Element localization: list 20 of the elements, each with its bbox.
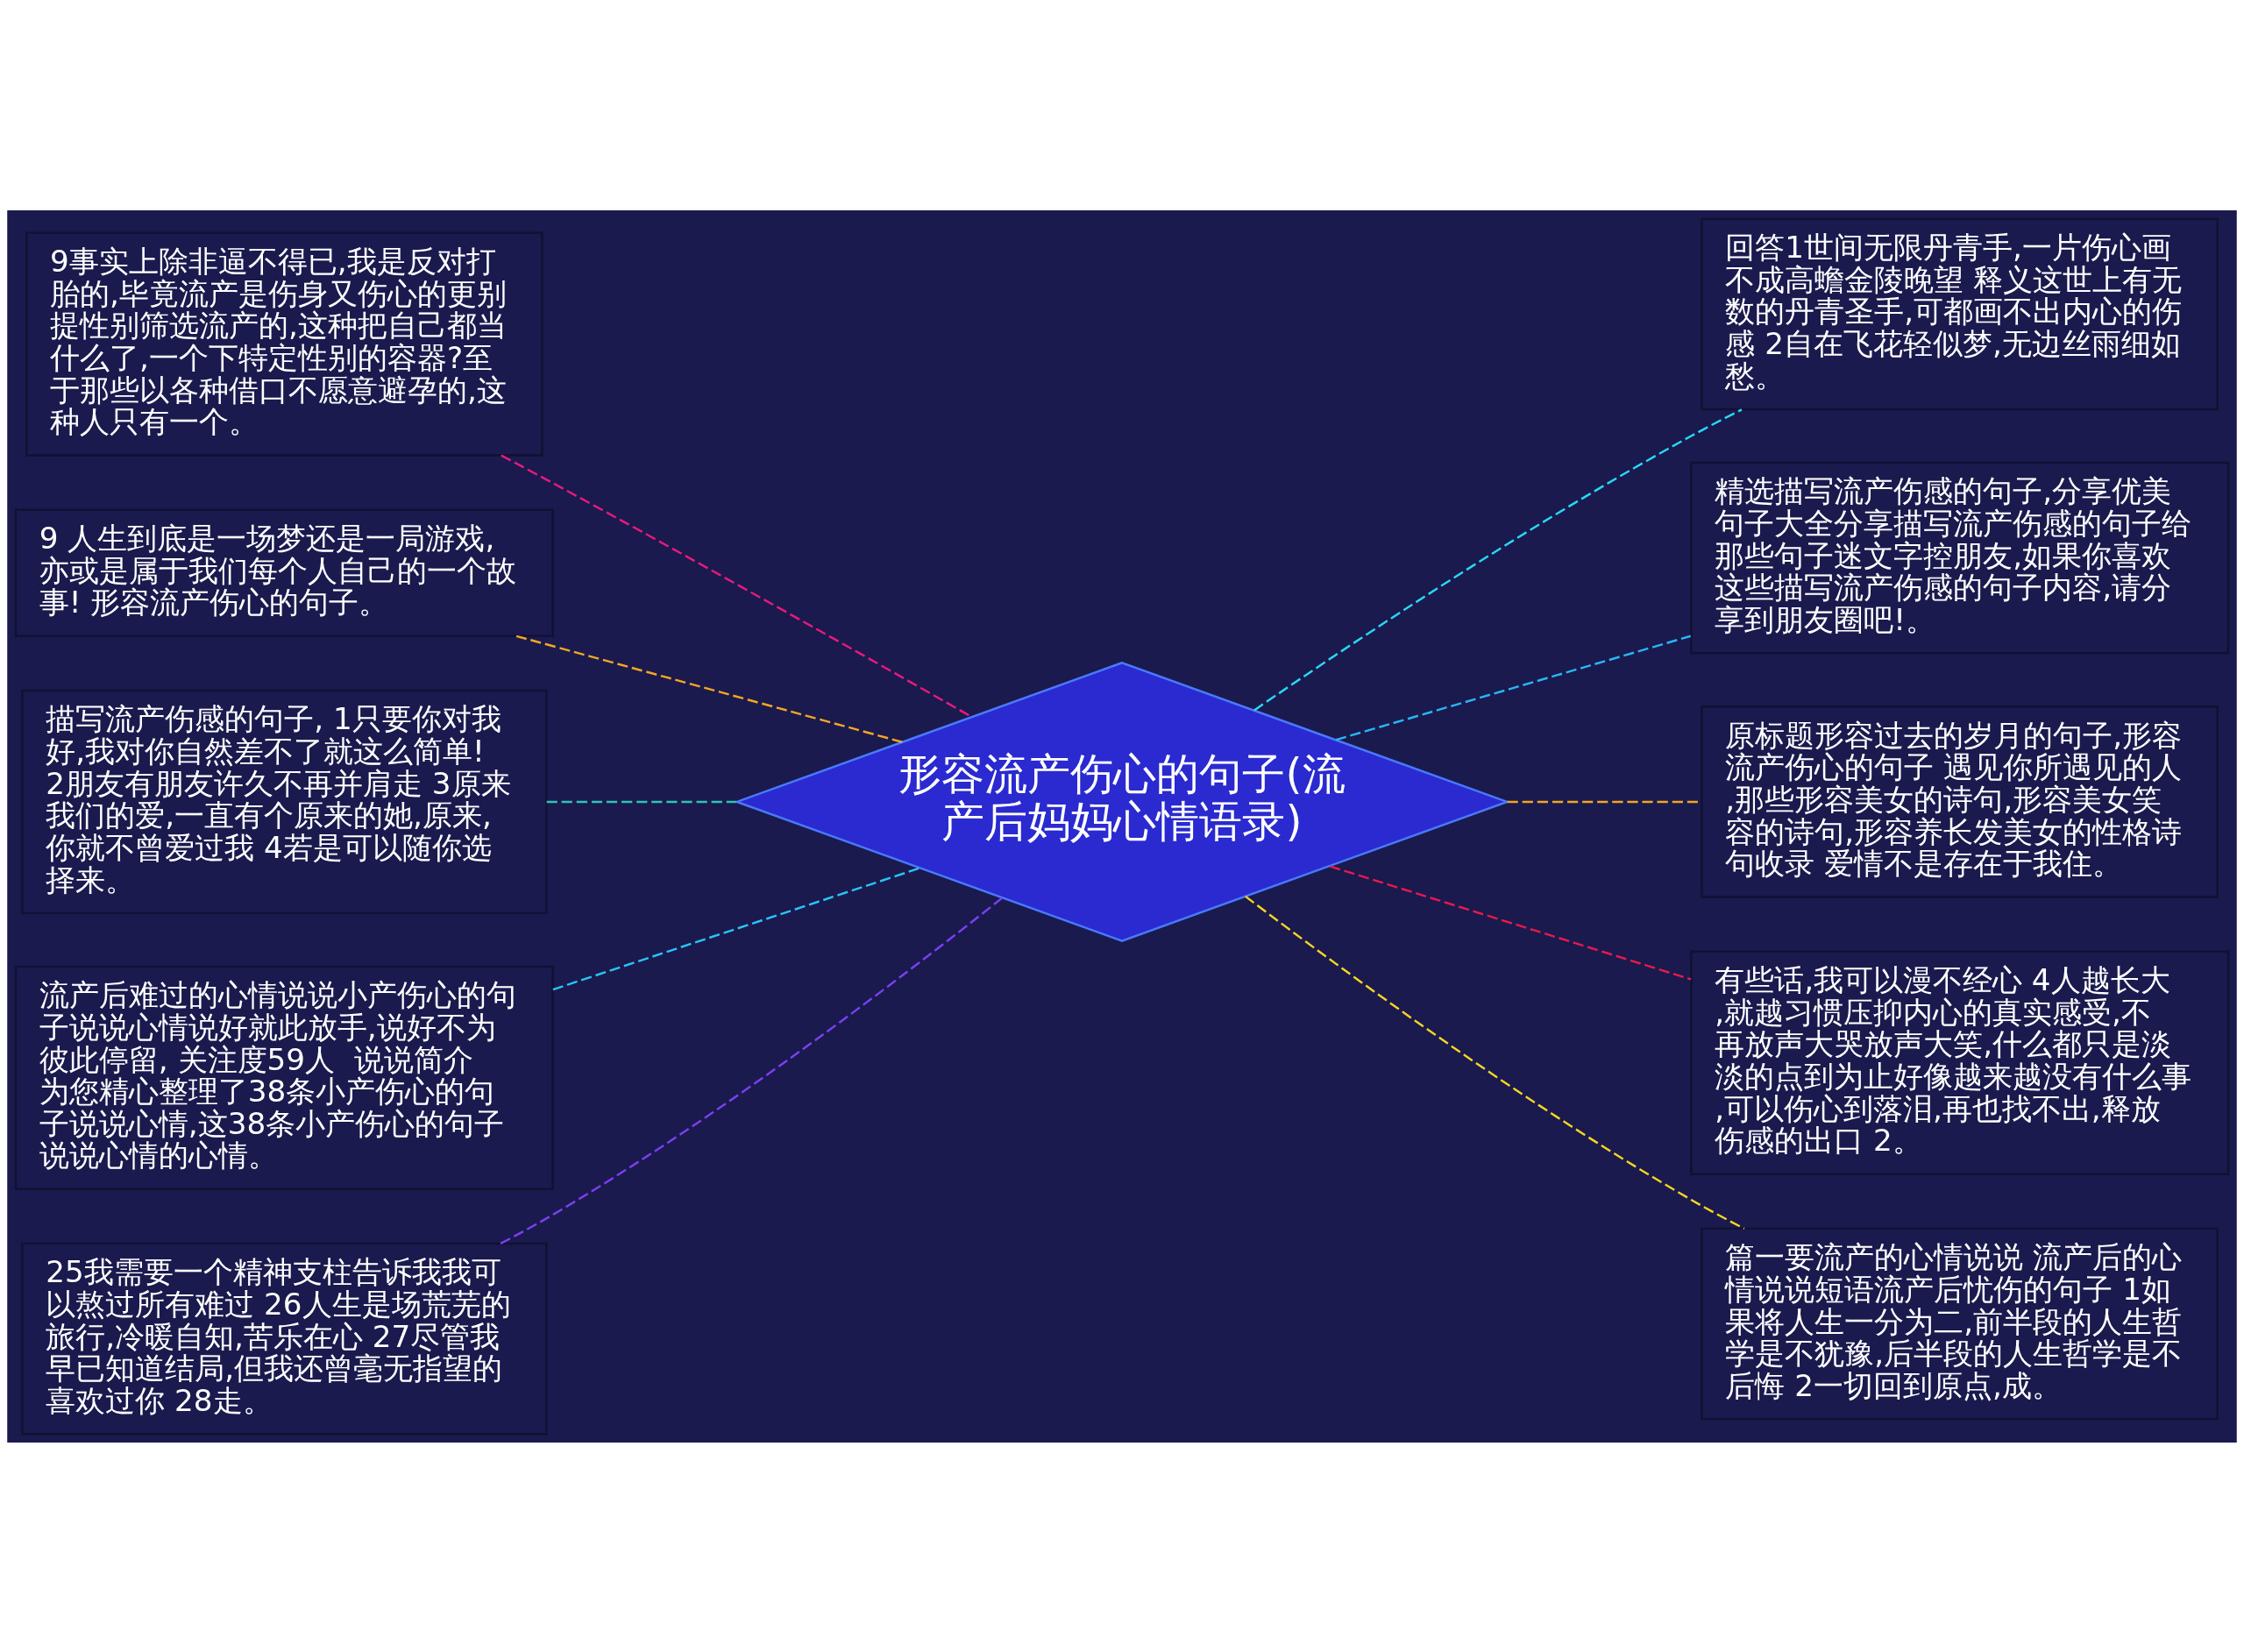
connector [1245,895,1745,1230]
connector [501,454,972,718]
node-box: 回答1世间无限丹青手,一片伤心画不成高蟾金陵晚望 释义这世上有无数的丹青圣手,可都画不出内心的伤感 2自在飞花轻似梦,无边丝雨细如愁。 [1701,217,2219,410]
node-box: 25我需要一个精神支柱告诉我我可以熬过所有难过 26人生是场荒芜的旅行,冷暖自知,苦乐在心 27尽管我早已知道结局,但我还曾毫无指望的喜欢过你 28走。 [21,1242,548,1435]
node-box: 描写流产伤感的句子, 1只要你对我好,我对你自然差不了就这么简单! 2朋友有朋友许久不再并肩走 3原来我们的爱,一直有个原来的她,原来,你就不曾爱过我 4若是可以随你选择来。 [21,689,548,914]
connector [1253,408,1743,711]
connector [1335,635,1692,741]
node-box: 精选描写流产伤感的句子,分享优美句子大全分享描写流产伤感的句子给那些句子迷文字控朋友,如果你喜欢这些描写流产伤感的句子内容,请分享到朋友圈吧!。 [1690,461,2230,654]
node-box: 9事实上除非逼不得已,我是反对打胎的,毕竟流产是伤身又伤心的更别提性别筛选流产的,这种把自己都当什么了,一个下特定性别的容器?至于那些以各种借口不愿意避孕的,这种人只有一个。 [25,230,543,457]
node-box: 篇一要流产的心情说说 流产后的心情说说短语流产后忧伤的句子 1如果将人生一分为二,前半段的人生哲学是不犹豫,后半段的人生哲学是不后悔 2一切回到原点,成。 [1701,1227,2219,1420]
connector [515,635,903,743]
node-box: 有些话,我可以漫不经心 4人越长大,就越习惯压抑内心的真实感受,不再放声大哭放声大笑,什么都只是淡淡的点到为止好像越来越没有什么事,可以伤心到落泪,再也找不出,释放伤感的出口 2。 [1690,950,2230,1175]
node-box: 流产后难过的心情说说小产伤心的句子说说心情说好就此放手,说好不为彼此停留, 关注度59人 说说简介为您精心整理了38条小产伤心的句子说说心情,这38条小产伤心的句子说说心情的心情。 [14,965,554,1190]
connector [500,897,1004,1244]
connector [546,800,737,803]
connector [552,866,920,990]
node-box: 9 人生到底是一场梦还是一局游戏,亦或是属于我们每个人自己的一个故事! 形容流产伤心的句子。 [14,508,554,637]
node-box: 原标题形容过去的岁月的句子,形容流产伤心的句子 遇见你所遇见的人,那些形容美女的诗句,形容美女笑容的诗句,形容养长发美女的性格诗句收录 爱情不是存在于我住。 [1701,705,2219,898]
connector [1330,864,1692,981]
node-diamond: 形容流产伤心的句子(流产后妈妈心情语录) [734,661,1510,942]
